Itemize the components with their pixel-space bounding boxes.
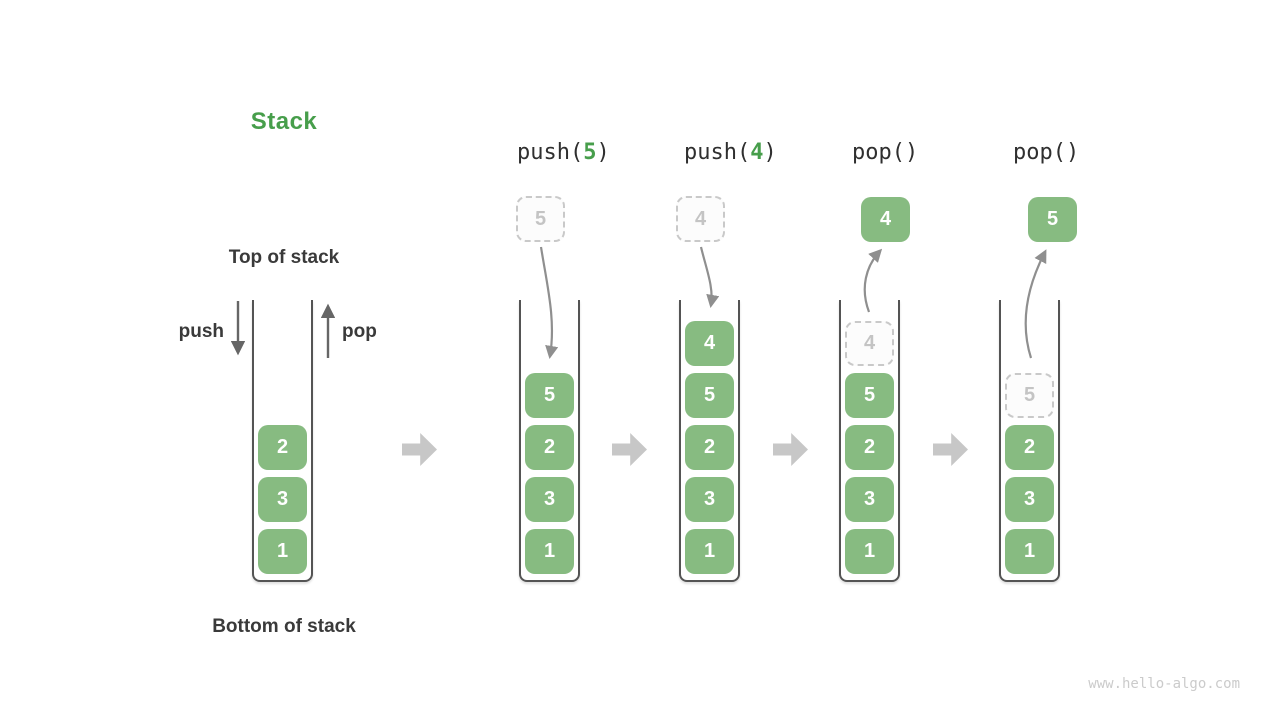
- stack-item: 1: [258, 529, 307, 574]
- stack-item: 3: [525, 477, 574, 522]
- step-arrow-icon: [402, 433, 437, 466]
- watermark: www.hello-algo.com: [1088, 676, 1240, 692]
- stack-container-after-push-5: 5 2 3 1: [519, 300, 580, 582]
- top-of-stack-label: Top of stack: [228, 247, 340, 268]
- step-arrow-icon: [773, 433, 808, 466]
- stack-item: 1: [525, 529, 574, 574]
- stack-item: 3: [685, 477, 734, 522]
- op-label-pop-second: pop(): [1013, 140, 1079, 168]
- push-4-transfer-arrow-icon: [699, 246, 720, 309]
- stack-item: 4: [685, 321, 734, 366]
- incoming-element-box: 4: [676, 196, 725, 242]
- op-text: push(: [684, 140, 751, 165]
- stack-item: 1: [845, 529, 894, 574]
- diagram-title: Stack: [250, 108, 318, 135]
- stack-item: 3: [258, 477, 307, 522]
- stack-item: 5: [525, 373, 574, 418]
- popped-slot-ghost: 4: [845, 321, 894, 366]
- op-text: pop(): [1013, 140, 1080, 165]
- bottom-of-stack-label: Bottom of stack: [212, 616, 356, 637]
- op-text: ): [596, 140, 610, 165]
- stack-container-after-pop-second: 5 2 3 1: [999, 300, 1060, 582]
- stack-item: 5: [685, 373, 734, 418]
- stack-item: 1: [685, 529, 734, 574]
- step-arrow-icon: [933, 433, 968, 466]
- op-label-push-4: push(4): [684, 140, 777, 168]
- op-text: pop(): [852, 140, 919, 165]
- stack-item: 2: [258, 425, 307, 470]
- step-arrow-icon: [612, 433, 647, 466]
- op-arg: 4: [750, 140, 764, 165]
- stack-item: 5: [845, 373, 894, 418]
- op-text: ): [763, 140, 777, 165]
- stack-item: 2: [1005, 425, 1054, 470]
- stack-container-after-push-4: 4 5 2 3 1: [679, 300, 740, 582]
- op-text: push(: [517, 140, 584, 165]
- stack-container-initial: 2 3 1: [252, 300, 313, 582]
- stack-item: 2: [525, 425, 574, 470]
- popped-element-box: 4: [861, 197, 910, 242]
- popped-slot-ghost: 5: [1005, 373, 1054, 418]
- stack-item: 2: [685, 425, 734, 470]
- stack-item: 3: [1005, 477, 1054, 522]
- stack-item: 1: [1005, 529, 1054, 574]
- stack-item: 2: [845, 425, 894, 470]
- push-label: push: [178, 321, 224, 342]
- popped-element-box: 5: [1028, 197, 1077, 242]
- incoming-element-box: 5: [516, 196, 565, 242]
- op-label-pop-first: pop(): [852, 140, 918, 168]
- op-label-push-5: push(5): [517, 140, 610, 168]
- stack-item: 3: [845, 477, 894, 522]
- pop-label: pop: [342, 321, 377, 342]
- op-arg: 5: [583, 140, 597, 165]
- stack-container-after-pop-first: 4 5 2 3 1: [839, 300, 900, 582]
